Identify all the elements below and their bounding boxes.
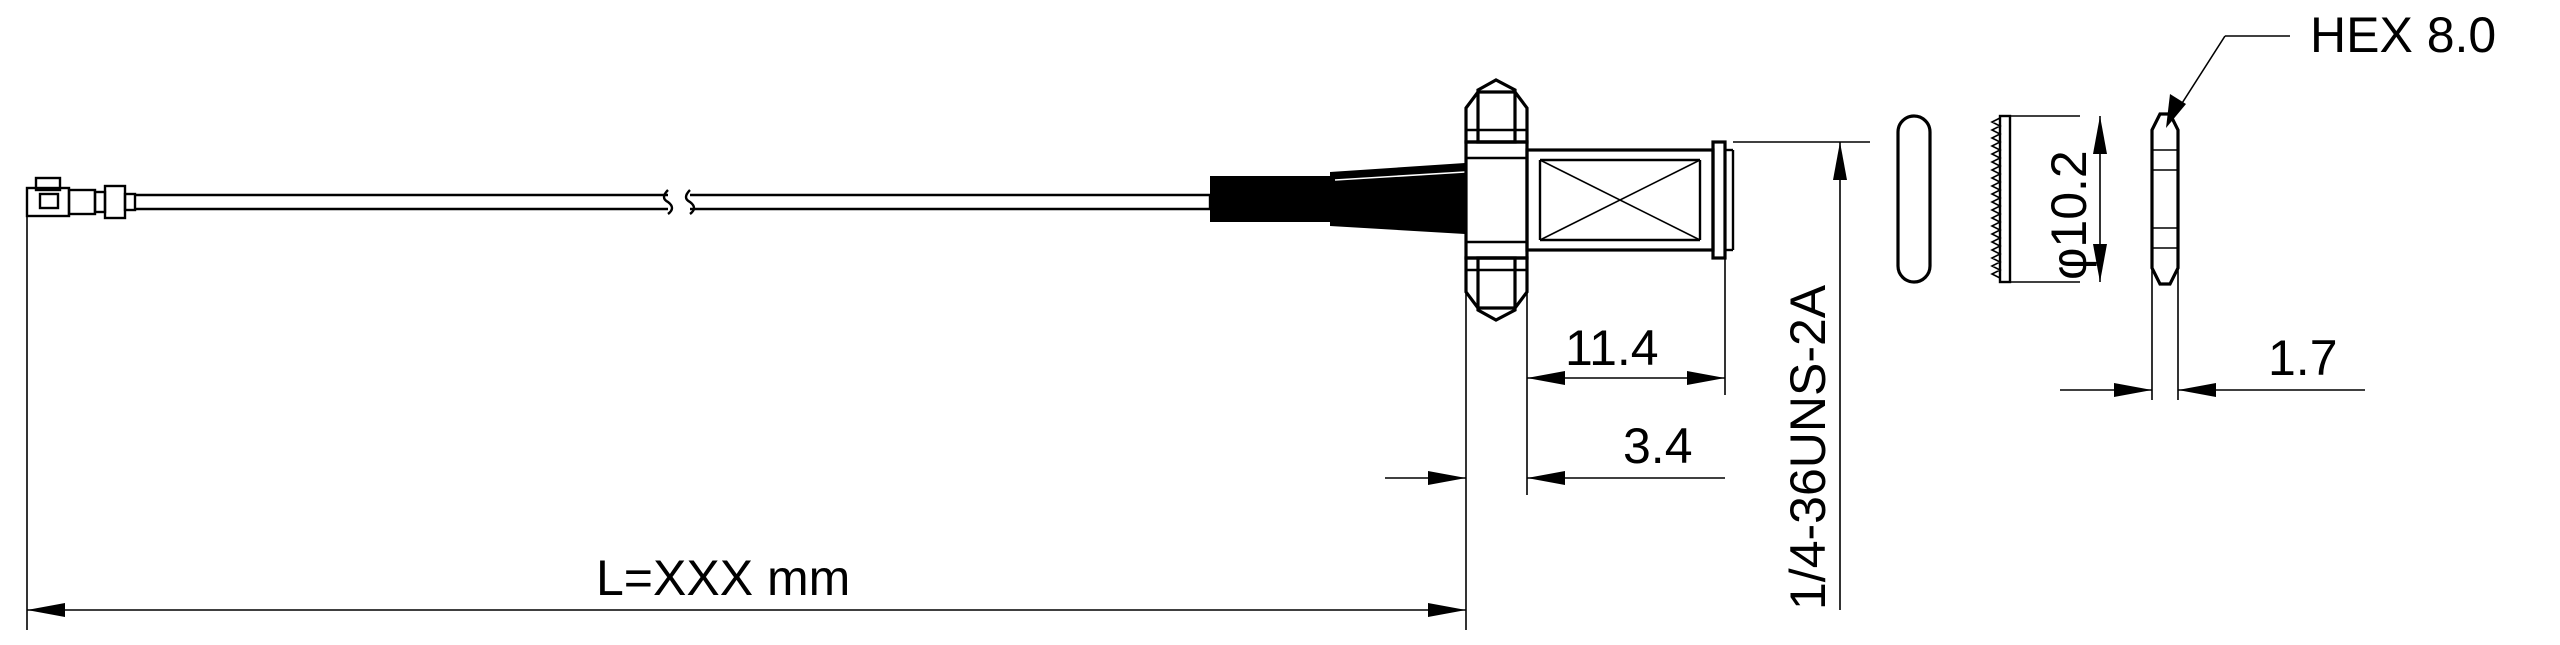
nut-end-view [2150,112,2180,400]
dimension-nut-thickness [1385,258,1725,495]
lockwasher-diameter-label: φ10.2 [2041,150,2097,280]
leader-hex [2166,35,2290,128]
flat-washer [1896,114,1932,284]
hex-label: HEX 8.0 [2310,7,2496,63]
ufl-connector [25,176,137,228]
nut-thickness-label: 3.4 [1623,418,1693,474]
thread-label: 1/4-36UNS-2A [1780,284,1836,610]
flange-length-label: 11.4 [1565,320,1659,376]
dimension-lockwasher-diameter [2093,116,2107,282]
dimension-overall-length [26,228,1467,630]
length-label: L=XXX mm [596,550,850,606]
hex-nut [1464,78,1529,322]
dimension-thread [1733,141,1870,610]
nut-width-label: 1.7 [2268,330,2338,386]
lock-washer [1990,114,2080,284]
heat-shrink-sleeve [1210,163,1466,234]
dimension-flange-length [1527,258,1726,395]
dimension-nut-width [2060,383,2365,397]
bulkhead-body [1525,140,1735,260]
coax-cable [135,189,1212,215]
cable-break-mark [662,189,696,215]
